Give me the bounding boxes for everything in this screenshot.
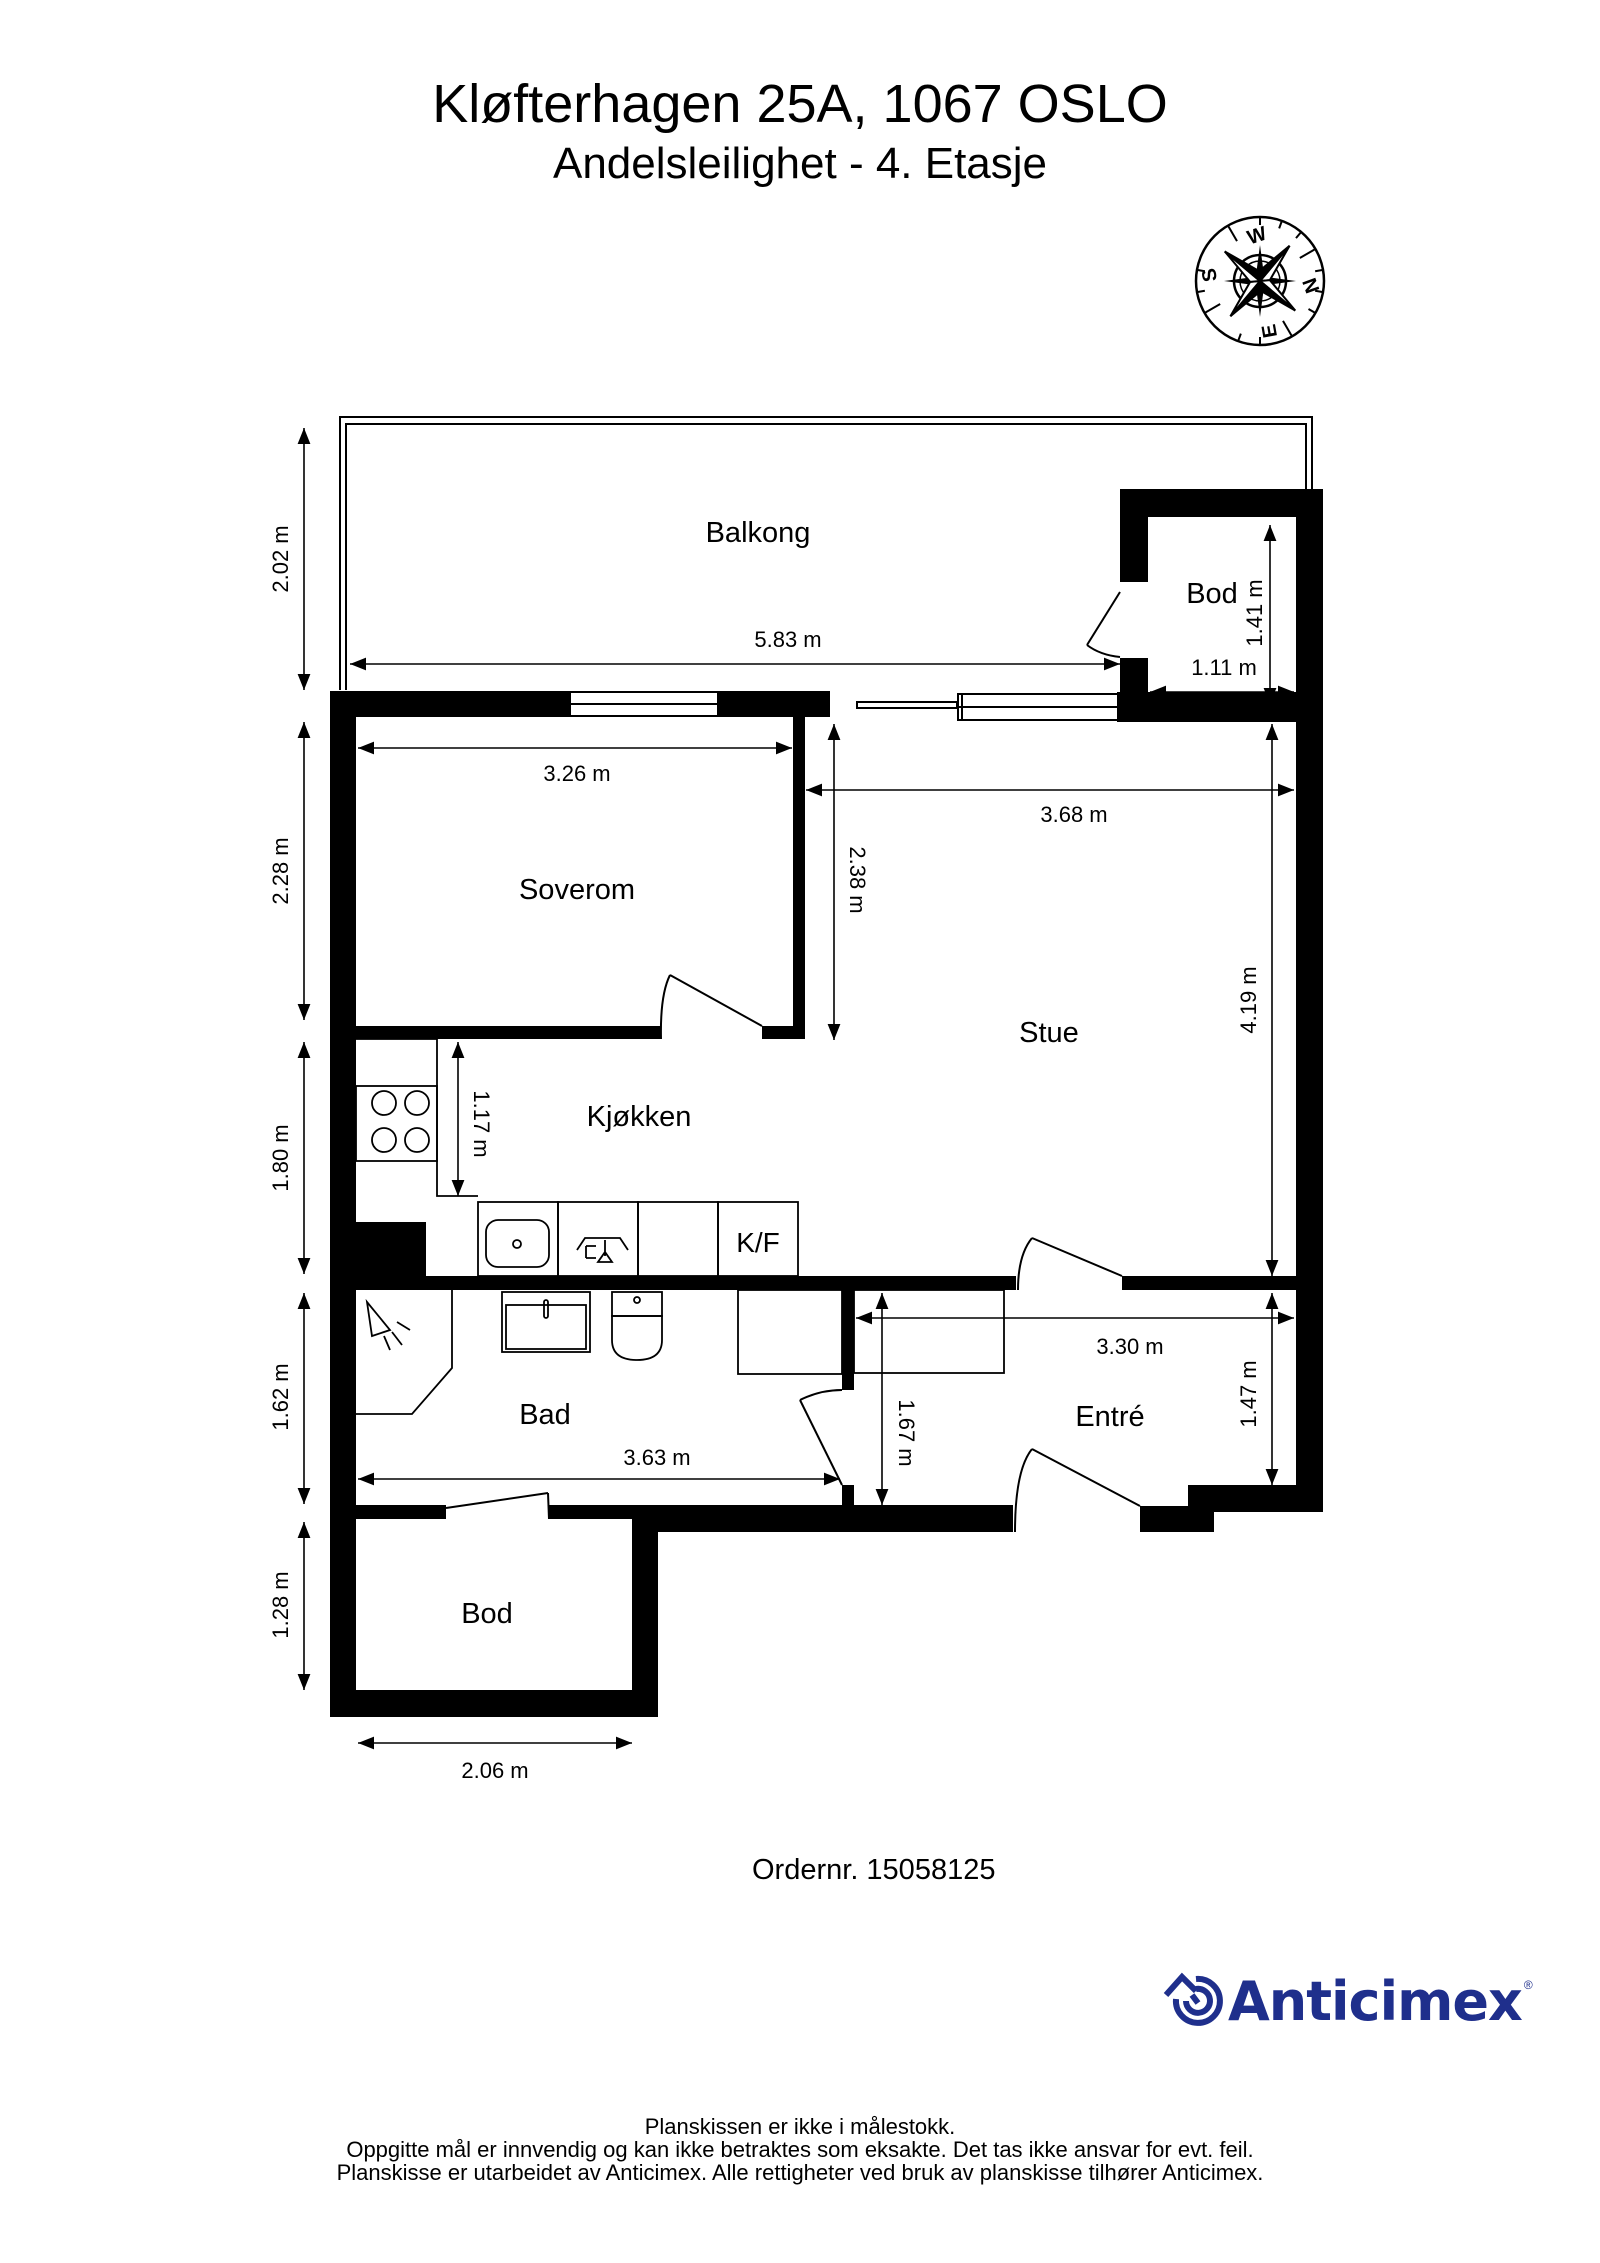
fridge-freezer-label: K/F (736, 1227, 780, 1258)
compass-east-label: E (1258, 323, 1282, 340)
room-label-stue: Stue (1019, 1017, 1079, 1049)
dim-soverom-height: 2.28 m (268, 837, 293, 904)
bath-sink-icon (501, 1291, 591, 1353)
compass-south-label: S (1198, 267, 1222, 284)
property-subtitle: Andelsleilighet - 4. Etasje (552, 139, 1048, 188)
dim-stue-width: 3.68 m (1040, 802, 1107, 827)
brand-name: Anticimex (1228, 1969, 1523, 2033)
room-label-bod-bottom: Bod (461, 1598, 513, 1630)
room-label-bod-top: Bod (1186, 578, 1238, 610)
dim-entre-height: 1.47 m (1236, 1360, 1261, 1427)
washer-space (737, 1289, 843, 1375)
disclaimer-line-2: Oppgitte mål er innvendig og kan ikke be… (346, 2137, 1254, 2162)
dim-kjokken-depth: 1.17 m (469, 1090, 494, 1157)
dim-entre-width: 3.30 m (1096, 1334, 1163, 1359)
dishwasher-icon (576, 1237, 629, 1263)
shower-enclosure (356, 1290, 453, 1415)
sink-icon (485, 1219, 550, 1268)
dim-bod-top-width: 1.11 m (1191, 655, 1257, 680)
shower-icon (365, 1298, 411, 1351)
dim-bad-height: 1.62 m (268, 1363, 293, 1430)
dim-entre-left-height: 1.67 m (894, 1399, 919, 1466)
compass-rose-icon: W N E S (1194, 215, 1326, 347)
disclaimer-line-3: Planskisse er utarbeidet av Anticimex. A… (336, 2160, 1264, 2185)
entre-wardrobe (853, 1289, 1005, 1374)
stove-icon (355, 1085, 438, 1162)
dim-kjokken-height: 1.80 m (268, 1124, 293, 1191)
balcony-railing (339, 416, 1313, 690)
order-number: Ordernr. 15058125 (752, 1854, 996, 1886)
sliding-door (856, 693, 1119, 721)
dim-stue-height: 4.19 m (1236, 966, 1261, 1033)
anticimex-logo-icon (1163, 1972, 1223, 2026)
property-address: Kløfterhagen 25A, 1067 OSLO (432, 74, 1168, 134)
disclaimer-line-1: Planskissen er ikke i målestokk. (644, 2114, 956, 2139)
compass-north-label: N (1297, 275, 1323, 296)
dim-soverom-width: 3.26 m (543, 761, 610, 786)
dim-bod-bottom-width: 2.06 m (461, 1758, 528, 1783)
dim-balkong-width: 5.83 m (754, 627, 821, 652)
room-label-kjokken: Kjøkken (587, 1101, 692, 1133)
room-label-bad: Bad (519, 1399, 571, 1431)
walls (330, 489, 1323, 1717)
disclaimer: Planskissen er ikke i målestokk. Oppgitt… (0, 2115, 1600, 2184)
room-label-balkong: Balkong (706, 517, 811, 549)
dim-bad-width: 3.63 m (623, 1445, 690, 1470)
dim-balkong-height: 2.02 m (268, 525, 293, 592)
room-label-entre: Entré (1075, 1401, 1144, 1433)
bath-fixtures (356, 1289, 1005, 1415)
dim-bod-bottom-height: 1.28 m (268, 1571, 293, 1638)
compass-west-label: W (1245, 223, 1270, 250)
dimension-lines (297, 428, 1294, 1750)
room-label-soverom: Soverom (519, 874, 635, 906)
dim-stue-left-height: 2.38 m (845, 846, 870, 913)
doors (445, 591, 1141, 1533)
toilet-icon (611, 1291, 663, 1361)
soverom-window (569, 691, 719, 717)
dim-bod-top-height: 1.41 m (1242, 579, 1267, 646)
registered-mark: ® (1523, 1978, 1533, 1992)
anticimex-logo: Anticimex® (1162, 1966, 1533, 2036)
